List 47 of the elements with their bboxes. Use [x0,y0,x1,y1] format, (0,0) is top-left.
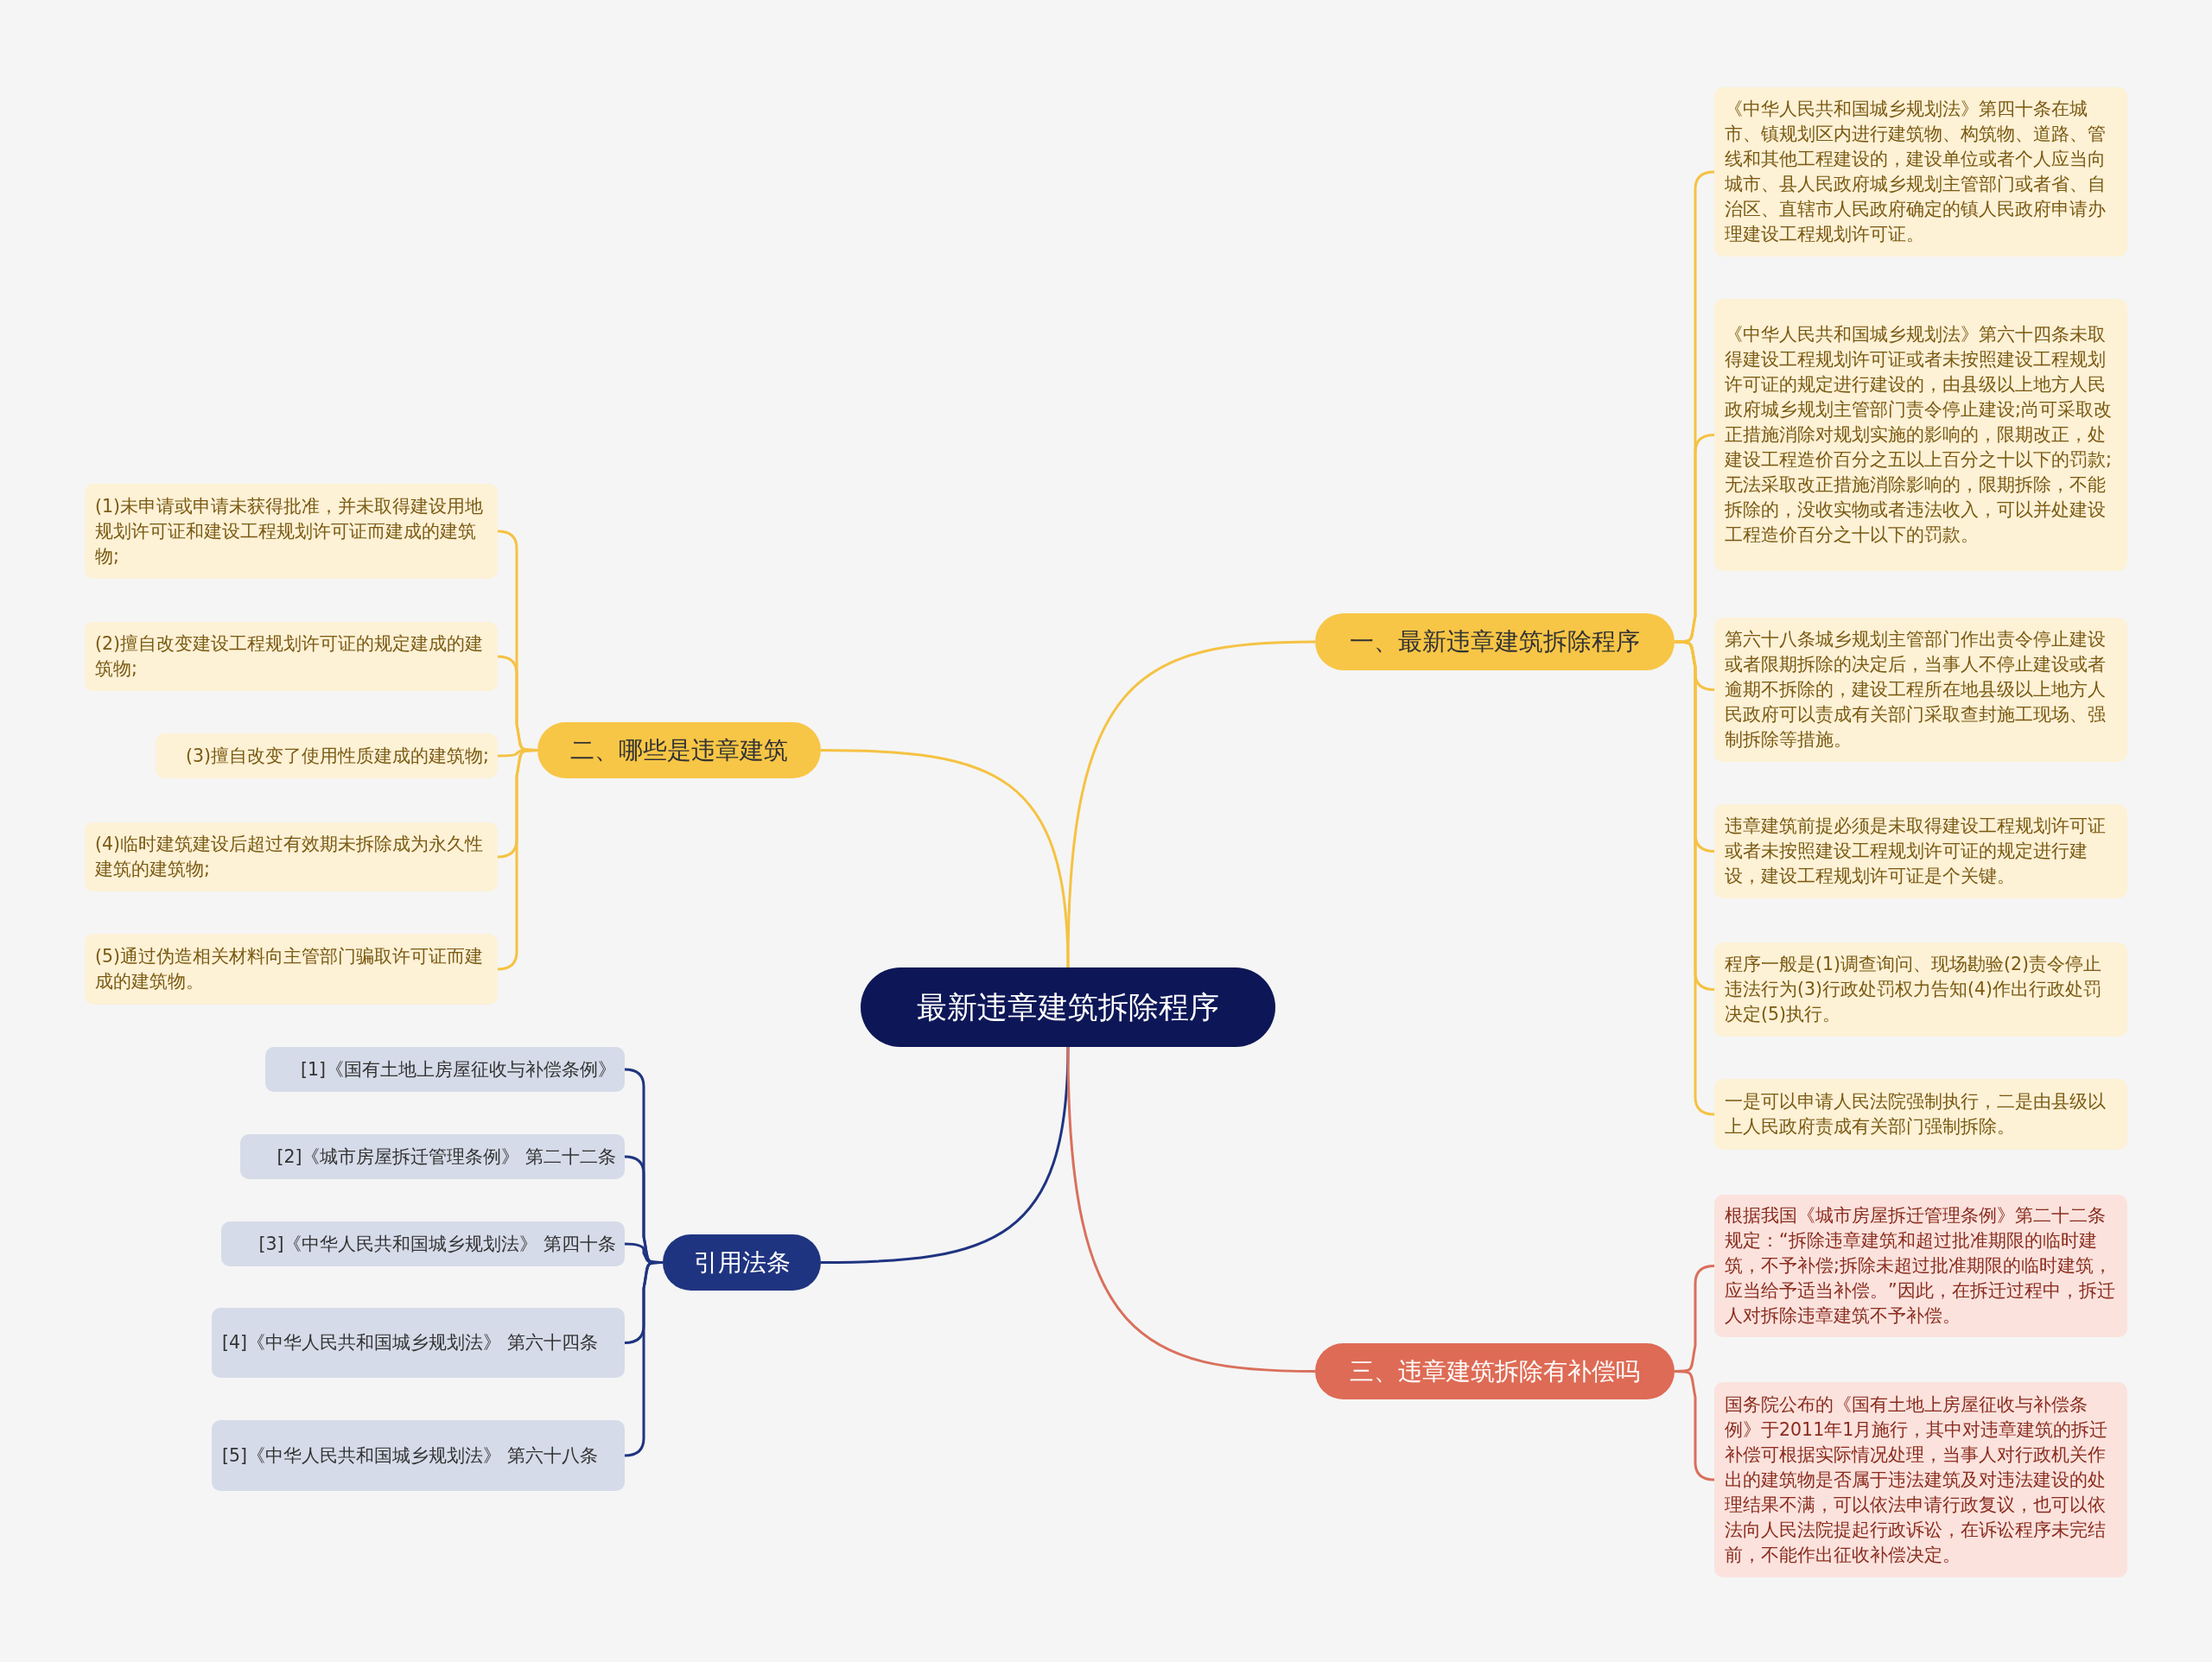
note-text: 一是可以申请人民法院强制执行，二是由县级以上人民政府责成有关部门强制拆除。 [1725,1090,2107,1139]
note-text: (1)未申请或申请未获得批准，并未取得建设用地规划许可证和建设工程规划许可证而建成的建筑物; [95,494,485,568]
note-card [85,484,498,579]
note-text: 违章建筑前提必须是未取得建设工程规划许可证或者未按照建设工程规划许可证的规定进行建设，建设工程规划许可证是个关键。 [1725,815,2107,888]
note-card [1714,1079,2127,1150]
note-text: [1]《国有土地上房屋征收与补偿条例》 [300,1057,616,1082]
note-text: 程序一般是(1)调查询问、现场勘验(2)责令停止违法行为(3)行政处罚权力告知(4)作出行政处罚决定(5)执行。 [1725,953,2103,1026]
note-card [212,1420,625,1491]
note-text: (5)通过伪造相关材料向主管部门骗取许可证而建成的建筑物。 [95,945,485,993]
note-card [156,733,498,778]
note-text: 国务院公布的《国有土地上房屋征收与补偿条例》于2011年1月施行，其中对违章建筑的拆迁补偿可根据实际情况处理，当事人对行政机关作出的建筑物是否属于违法建筑及对违法建设的处理结果不满，可以依法申请行政复议，也可以依法向人民法院提起行政诉讼，在诉讼程序未完结前，不能作出征收补偿决定。 [1725,1392,2109,1567]
note-text: [3]《中华人民共和国城乡规划法》 第四十条 [258,1232,616,1256]
note-card [1714,1195,2127,1337]
note-text: (4)临时建筑建设后超过有效期未拆除成为永久性建筑的建筑物; [95,833,485,881]
note-text: 《中华人民共和国城乡规划法》第四十条在城市、镇规划区内进行建筑物、构筑物、道路、管线和其他工程建设的，建设单位或者个人应当向城市、县人民政府城乡规划主管部门或者省、自治区、直辖市人民政府确定的镇人民政府申请办理建设工程规划许可证。 [1725,98,2107,246]
note-text: 根据我国《城市房屋拆迁管理条例》第二十二条规定：“拆除违章建筑和超过批准期限的临时建筑，不予补偿;拆除未超过批准期限的临时建筑，应当给予适当补偿。”因此，在拆迁过程中，拆迁人对拆除违章建筑不予补偿。 [1725,1204,2116,1328]
topic-text: 三、违章建筑拆除有补偿吗 [1350,1355,1640,1387]
connector-line [821,749,1070,968]
note-card [265,1047,625,1092]
note-text: 第六十八条城乡规划主管部门作出责令停止建设或者限期拆除的决定后，当事人不停止建设或者逾期不拆除的，建设工程所在地县级以上地方人民政府可以责成有关部门采取查封施工现场、强制拆除等措施。 [1725,628,2107,752]
connector-line [821,1046,1070,1264]
note-card [240,1134,625,1179]
note-card [1714,1382,2127,1577]
note-card [1714,618,2127,762]
note-text: [2]《城市房屋拆迁管理条例》 第二十二条 [276,1145,616,1169]
note-card [221,1221,625,1266]
topic-text: 二、哪些是违章建筑 [570,734,788,766]
note-card [1714,299,2127,571]
note-card [85,622,498,691]
note-card [85,822,498,891]
note-card [1714,942,2127,1037]
note-card [1714,804,2127,898]
note-text: (3)擅自改变了使用性质建成的建筑物; [186,744,489,768]
note-text: [4]《中华人民共和国城乡规划法》 第六十四条 [222,1331,598,1354]
note-card [1714,87,2127,257]
connector-line [1066,1046,1316,1373]
connector-line [497,749,537,971]
note-text: [5]《中华人民共和国城乡规划法》 第六十八条 [222,1443,598,1468]
note-card [212,1308,625,1378]
topic-text: 一、最新违章建筑拆除程序 [1350,626,1640,657]
connector-line [1675,434,1715,644]
topic-text: 最新违章建筑拆除程序 [917,988,1219,1026]
connector-line [1066,640,1316,968]
note-text: 《中华人民共和国城乡规划法》第六十四条未取得建设工程规划许可证或者未按照建设工程规划许可证的规定进行建设的，由县级以上地方人民政府城乡规划主管部门责令停止建设;尚可采取改正措施消除对规划实施的影响的，限期改正，处建设工程造价百分之五以上百分之十以下的罚款;无法采取改正措施消除影响的，限期拆除，不能拆除的，没收实物或者违法收入，可以并处建设工程造价百分之十以下的罚款。 [1725,323,2113,547]
note-card [85,934,498,1005]
note-text: (2)擅自改变建设工程规划许可证的规定建成的建筑物; [95,632,485,681]
topic-text: 引用法条 [693,1246,791,1278]
